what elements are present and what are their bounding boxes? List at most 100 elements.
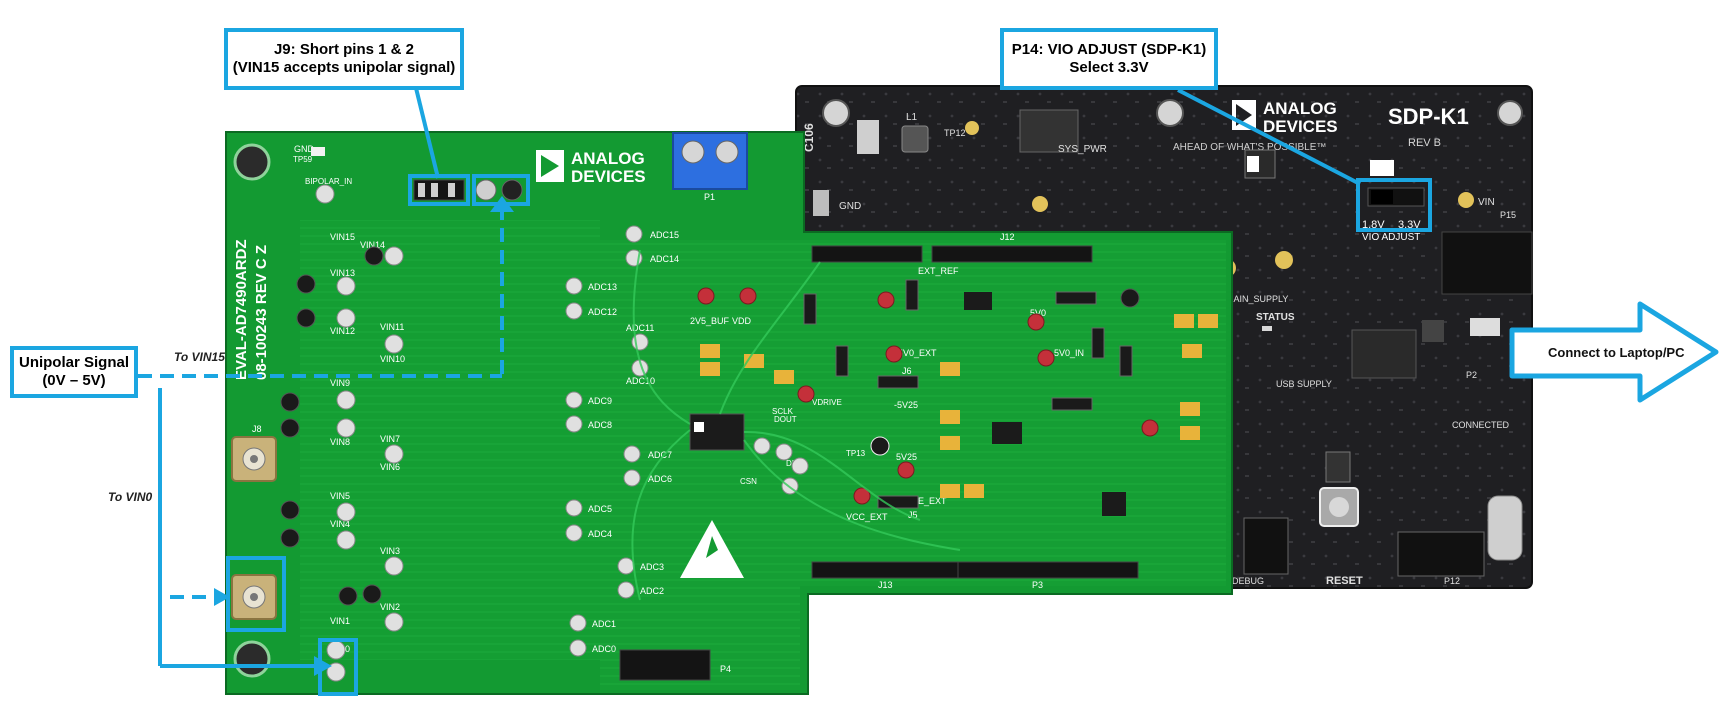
dout-label: DOUT (774, 415, 797, 424)
tp13-label: TP13 (846, 449, 866, 458)
j7-sma-connector[interactable] (231, 574, 277, 620)
unipolar-signal-callout: Unipolar Signal (0V – 5V) (10, 346, 138, 398)
to-vin0-note: To VIN0 (108, 490, 153, 504)
vin4-label: VIN4 (330, 519, 350, 529)
5v0-ext-label: 5V0_EXT (898, 348, 937, 358)
p4-label: P4 (720, 664, 731, 674)
sdp-main-supply-label: MAIN_SUPPLY (1226, 294, 1288, 304)
j12-label: J12 (1000, 232, 1015, 242)
sdp-gnd-label: GND (839, 201, 861, 212)
vin3-label: VIN3 (380, 546, 400, 556)
sdp-title: SDP-K1 (1388, 104, 1469, 129)
vin8-label: VIN8 (330, 437, 350, 447)
sdp-usb-supply-label: USB SUPPLY (1276, 379, 1332, 389)
eval-brand-line1: ANALOG (571, 149, 645, 168)
eval-adi-logo-icon (536, 150, 564, 182)
sdp-p2-label: P2 (1466, 370, 1477, 380)
p14-callout-line1: P14: VIO ADJUST (SDP-K1) (1011, 41, 1207, 58)
adc8-label: ADC8 (588, 420, 612, 430)
vin5-label: VIN5 (330, 491, 350, 501)
adc9-label: ADC9 (588, 396, 612, 406)
eval-header-top-1 (811, 245, 923, 263)
ext-ref-label: EXT_REF (918, 266, 959, 276)
sdp-p12-label: P12 (1444, 576, 1460, 586)
vdrive-label: VDRIVE (812, 398, 842, 407)
sdp-brand-line2: DEVICES (1263, 117, 1338, 136)
vin11-label: VIN11 (380, 322, 404, 332)
unipolar-callout-line1: Unipolar Signal (18, 354, 129, 371)
j13-label: J13 (878, 580, 893, 590)
to-vin15-note: To VIN15 (174, 350, 225, 364)
buf-label: 2V5_BUF (690, 316, 730, 326)
sdp-tagline: AHEAD OF WHAT'S POSSIBLE™ (1173, 142, 1326, 153)
j12-header (931, 245, 1093, 263)
sdp-connected-label: CONNECTED (1452, 420, 1510, 430)
j8-label: J8 (252, 424, 262, 434)
eval-brand-line2: DEVICES (571, 167, 646, 186)
adc-test-points (565, 225, 649, 657)
adc3-label: ADC3 (640, 562, 664, 572)
sclk-label: SCLK (772, 407, 794, 416)
vin-test-points (326, 246, 404, 682)
vin10-label: VIN10 (380, 354, 405, 364)
adc6-label: ADC6 (648, 474, 672, 484)
v5v0-label: 5V0 (1030, 308, 1046, 318)
sdp-sys-pwr-label: SYS_PWR (1058, 144, 1107, 155)
led-indicators (697, 287, 1159, 505)
sdp-vio-adjust-label: VIO ADJUST (1362, 232, 1420, 243)
p4-header (619, 649, 711, 681)
csn-label: CSN (740, 477, 757, 486)
adc11-label: ADC11 (626, 323, 654, 333)
j5-label: J5 (908, 510, 918, 520)
connect-laptop-label: Connect to Laptop/PC (1548, 345, 1685, 360)
eval-gnd-label: GND (294, 144, 315, 154)
eval-part-label: 08-100243 REV C Z (253, 245, 270, 380)
vin9-label: VIN9 (330, 378, 350, 388)
vin13-label: VIN13 (330, 268, 355, 278)
sdp-vin-label: VIN (1478, 197, 1495, 208)
sdp-debug-label: DEBUG (1232, 576, 1264, 586)
vcc-ext-label: VCC_EXT (846, 512, 888, 522)
adc-labels: ADC15 ADC14 ADC13 ADC12 ADC11 ADC10 ADC9… (588, 230, 679, 654)
p14-callout-line2: Select 3.3V (1069, 59, 1149, 76)
adc13-label: ADC13 (588, 282, 617, 292)
p1-label: P1 (704, 192, 715, 202)
p14-callout: P14: VIO ADJUST (SDP-K1) Select 3.3V (1000, 28, 1218, 90)
vin12-label: VIN12 (330, 326, 355, 336)
adc2-label: ADC2 (640, 586, 664, 596)
j6-label: J6 (902, 366, 912, 376)
sdp-brand-line1: ANALOG (1263, 99, 1337, 118)
sdp-status-label: STATUS (1256, 312, 1295, 323)
gnd-test-points (280, 246, 384, 606)
sdp-tp12-label: TP12 (944, 128, 966, 138)
j9-callout-line2: (VIN15 accepts unipolar signal) (232, 59, 456, 76)
j9-callout: J9: Short pins 1 & 2 (VIN15 accepts unip… (224, 28, 464, 90)
vdd-label: VDD (732, 316, 752, 326)
adc7-label: ADC7 (648, 450, 672, 460)
j13-header (811, 561, 963, 579)
sdp-adi-logo-icon (1232, 100, 1256, 130)
5v0-in-label: 5V0_IN (1054, 348, 1084, 358)
sdp-reset-label: RESET (1326, 575, 1363, 587)
adc5-label: ADC5 (588, 504, 612, 514)
vin6-label: VIN6 (380, 462, 400, 472)
connect-laptop-arrow (1509, 301, 1719, 403)
callout-connectors (138, 87, 1432, 696)
sdp-inductor (857, 120, 879, 154)
eval-board: EVAL-AD7490ARDZ 08-100243 REV C Z ANALOG… (225, 131, 1233, 695)
adc1-label: ADC1 (592, 619, 616, 629)
adc0-label: ADC0 (592, 644, 616, 654)
n5v25-label: -5V25 (894, 400, 918, 410)
sdp-power-jack (1441, 231, 1533, 295)
j8-sma-connector[interactable] (231, 436, 277, 482)
vin-labels: VIN15 VIN14 VIN13 VIN12 VIN11 VIN10 VIN9… (330, 232, 405, 654)
p3-label: P3 (1032, 580, 1043, 590)
p1-terminal-block[interactable] (672, 132, 748, 190)
unipolar-callout-line2: (0V – 5V) (42, 372, 106, 389)
p5v25-label: 5V25 (896, 452, 917, 462)
vee-ext-label: VEE_EXT (906, 496, 947, 506)
bipolar-in-label: BIPOLAR_IN (305, 177, 352, 186)
vin7-label: VIN7 (380, 434, 400, 444)
adc14-label: ADC14 (650, 254, 679, 264)
